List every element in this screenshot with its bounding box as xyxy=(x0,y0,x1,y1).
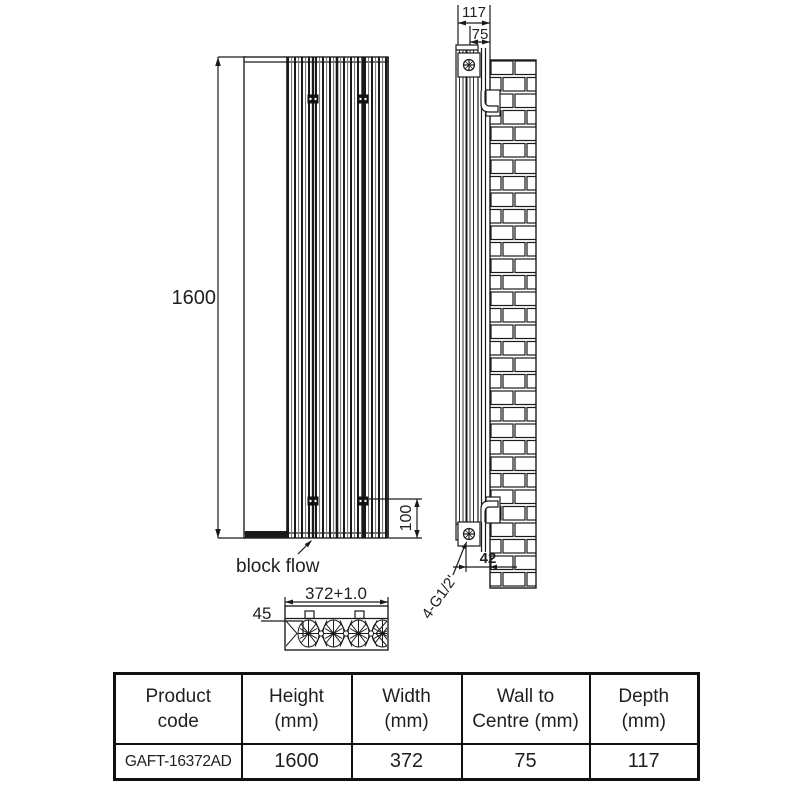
value-height: 1600 xyxy=(240,743,353,781)
bracket-offset-dimension-label: 100 xyxy=(398,504,415,532)
column-dimension-label: 45 xyxy=(252,604,272,623)
header-height: Height(mm) xyxy=(240,672,353,745)
header-width: Width(mm) xyxy=(350,672,463,745)
bottom-offset-dimension-label: 42 xyxy=(479,550,497,567)
value-wall-to-centre: 75 xyxy=(460,743,591,781)
value-product-code: GAFT-16372AD xyxy=(113,743,243,781)
top-view xyxy=(261,597,389,651)
spec-table-value-row: GAFT-16372AD 1600 372 75 117 xyxy=(113,743,700,781)
front-view xyxy=(215,56,422,555)
width-dimension-label: 372+1.0 xyxy=(305,584,367,603)
block-flow-label: block flow xyxy=(236,556,320,577)
value-width: 372 xyxy=(350,743,463,781)
value-depth: 117 xyxy=(588,743,700,781)
wall-to-centre-dimension-label: 75 xyxy=(471,26,489,43)
drawing-linework xyxy=(215,5,537,651)
depth-dimension-label: 117 xyxy=(462,4,486,21)
height-dimension-label: 1600 xyxy=(171,287,217,309)
side-view xyxy=(452,5,537,589)
header-depth: Depth(mm) xyxy=(588,672,700,745)
